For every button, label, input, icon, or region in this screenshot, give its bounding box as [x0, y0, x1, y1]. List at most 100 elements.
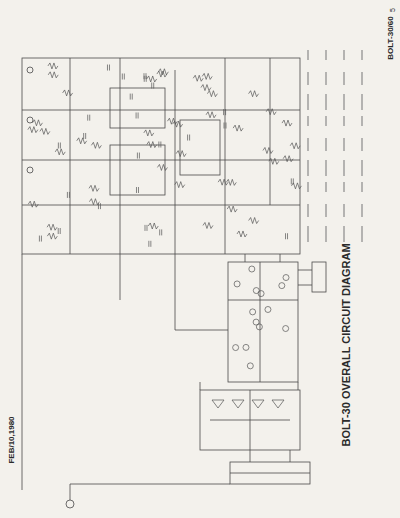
diode-symbol: [212, 400, 224, 408]
capacitor-symbol: [84, 133, 86, 139]
resistor-symbol: [48, 63, 58, 69]
resistor-symbol: [176, 151, 186, 157]
list-entry: [325, 226, 326, 242]
list-entry: [361, 72, 362, 85]
capacitor-symbol: [39, 236, 41, 242]
list-entry: [307, 138, 308, 151]
page-number: 5: [389, 8, 396, 12]
resistor-symbol: [175, 182, 185, 188]
transistor-symbol: [283, 275, 289, 281]
list-entry: [307, 94, 308, 110]
resistor-symbol: [227, 206, 237, 212]
list-entry: [343, 182, 344, 192]
list-entry: [343, 50, 344, 60]
capacitor-symbol: [130, 94, 132, 100]
transistor-symbol: [247, 363, 253, 369]
capacitor-symbol: [136, 112, 138, 118]
resistor-symbol: [249, 218, 259, 224]
resistor-symbol: [207, 91, 217, 97]
list-entry: [343, 94, 344, 110]
list-entry: [325, 72, 326, 85]
capacitor-symbol: [137, 153, 139, 159]
list-entry: [325, 182, 326, 192]
resistor-symbol: [203, 222, 213, 228]
list-entry: [361, 50, 362, 60]
capacitor-symbol: [88, 115, 90, 121]
resistor-symbol: [148, 223, 158, 229]
resistor-symbol: [263, 147, 273, 153]
list-entry: [307, 160, 308, 176]
resistor-symbol: [47, 233, 57, 239]
capacitor-symbol: [107, 65, 109, 71]
capacitor-symbol: [224, 109, 226, 115]
resistor-symbol: [89, 185, 99, 191]
capacitor-symbol: [159, 142, 161, 148]
list-entry: [361, 116, 362, 126]
list-entry: [325, 204, 326, 217]
resistor-symbol: [47, 224, 57, 230]
resistor-symbol: [157, 71, 167, 77]
resistor-symbol: [144, 130, 154, 136]
component-symbols: [28, 63, 302, 408]
list-entry: [307, 226, 308, 242]
diode-symbol: [252, 400, 264, 408]
resistor-symbol: [237, 231, 247, 237]
transistor-symbol: [256, 324, 262, 330]
resistor-symbol: [233, 125, 243, 131]
resistor-symbol: [206, 112, 216, 118]
list-entry: [325, 50, 326, 60]
transistor-symbol: [253, 288, 259, 294]
capacitor-symbol: [67, 192, 69, 198]
model-number: BOLT-30/60: [386, 16, 395, 59]
list-entry: [343, 72, 344, 85]
capacitor-symbol: [58, 143, 60, 149]
resistor-symbol: [269, 158, 279, 164]
resistor-symbol: [290, 143, 300, 149]
capacitor-symbol: [188, 135, 190, 141]
resistor-symbol: [157, 164, 167, 170]
resistor-symbol: [28, 127, 38, 133]
list-entry: [361, 226, 362, 242]
resistor-symbol: [63, 90, 73, 96]
transistor-symbol: [243, 344, 249, 350]
resistor-symbol: [167, 118, 177, 124]
capacitor-symbol: [286, 233, 288, 239]
list-entry: [325, 94, 326, 110]
resistor-symbol: [202, 73, 212, 79]
list-entry: [343, 160, 344, 176]
list-entry: [361, 182, 362, 192]
capacitor-symbol: [98, 203, 100, 209]
capacitor-symbol: [136, 187, 138, 193]
list-entry: [361, 138, 362, 151]
capacitor-symbol: [58, 228, 60, 234]
resistor-symbol: [147, 142, 157, 148]
resistor-symbol: [249, 91, 259, 97]
list-entry: [343, 138, 344, 151]
resistor-symbol: [32, 120, 42, 126]
resistor-symbol: [291, 183, 301, 189]
transistor-symbol: [283, 326, 289, 332]
resistor-symbol: [55, 149, 65, 155]
list-entry: [343, 204, 344, 217]
list-entry: [343, 226, 344, 242]
transistor-symbol: [250, 309, 256, 315]
resistor-symbol: [283, 156, 293, 162]
list-entry: [361, 160, 362, 176]
resistor-symbol: [91, 142, 101, 148]
list-entry: [361, 94, 362, 110]
resistor-symbol: [28, 201, 38, 207]
transistor-symbol: [233, 345, 239, 351]
capacitor-symbol: [149, 241, 151, 247]
transistor-symbol: [249, 266, 255, 272]
resistor-symbol: [282, 120, 292, 126]
capacitor-symbol: [152, 83, 154, 89]
capacitor-symbol: [224, 123, 226, 129]
list-entry: [307, 72, 308, 85]
list-entry: [325, 160, 326, 176]
list-entry: [307, 50, 308, 60]
transistor-symbol: [279, 283, 285, 289]
capacitor-symbol: [122, 74, 124, 80]
list-entry: [343, 116, 344, 126]
transistor-symbol: [234, 281, 240, 287]
diode-symbol: [232, 400, 244, 408]
